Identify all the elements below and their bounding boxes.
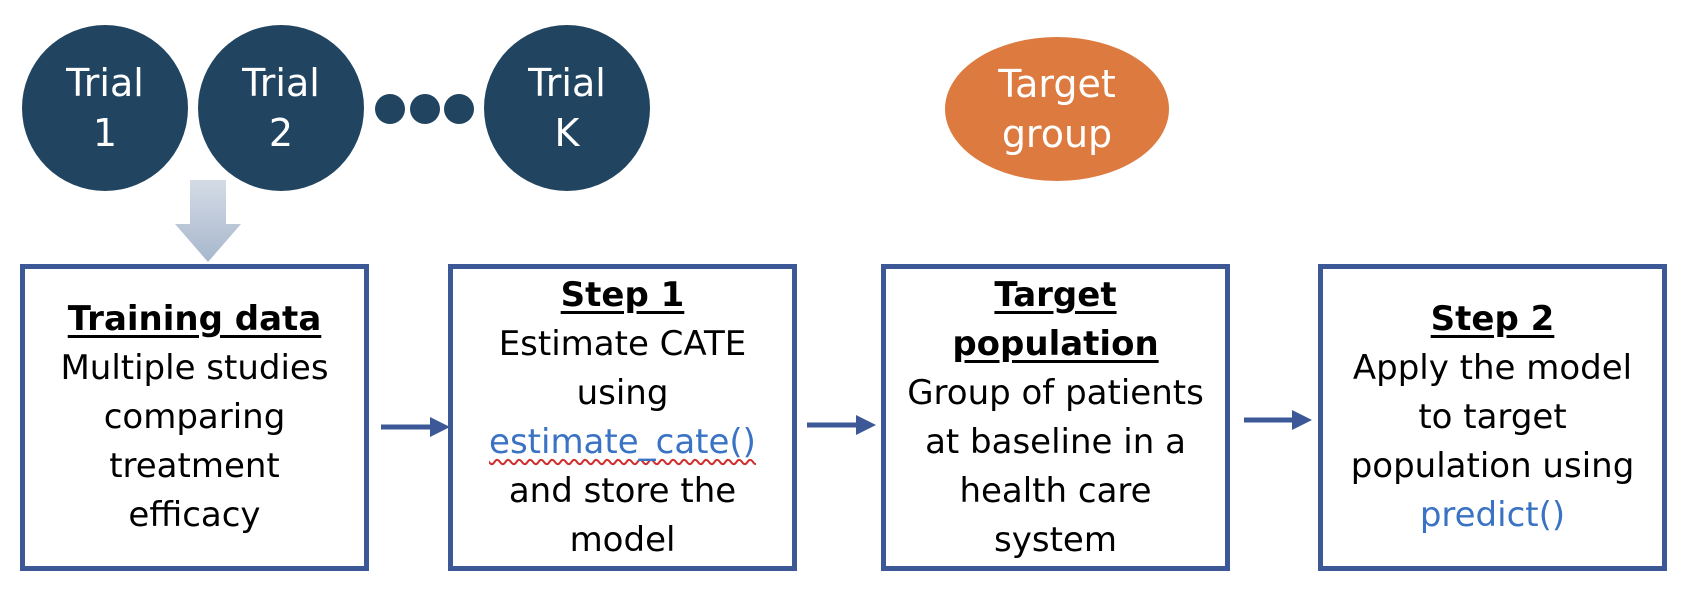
step1-line-5: model — [569, 519, 676, 560]
trial-k-number: K — [554, 111, 580, 155]
step2-line-2: to target — [1418, 397, 1567, 437]
training-data-line-4: efficacy — [128, 495, 261, 535]
step2-function-name: predict() — [1419, 495, 1566, 535]
ellipsis-dot-1 — [375, 94, 405, 124]
target-group-line2: group — [1001, 112, 1113, 156]
target-population-box: Target population Group of patients at b… — [881, 264, 1230, 571]
step1-line-2: using — [576, 372, 669, 413]
training-data-line-2: comparing — [103, 397, 286, 437]
step1-line-4: and store the — [508, 470, 737, 511]
training-data-heading: Training data — [67, 299, 322, 339]
training-data-box: Training data Multiple studies comparing… — [20, 264, 369, 571]
ellipsis-dot-3 — [444, 94, 474, 124]
trial-2-node: Trial 2 — [198, 25, 364, 191]
step2-line-1: Apply the model — [1352, 348, 1633, 388]
trial-k-node: Trial K — [484, 25, 650, 191]
trial-2-label: Trial — [242, 61, 320, 105]
training-data-line-3: treatment — [109, 446, 280, 486]
training-data-line-1: Multiple studies — [60, 348, 329, 388]
trial-1-number: 1 — [92, 111, 118, 155]
trial-2-number: 2 — [268, 111, 294, 155]
step1-heading: Step 1 — [560, 274, 685, 315]
arrow-right-icon-1 — [381, 417, 450, 437]
step1-function-name: estimate_cate() — [489, 421, 756, 462]
step1-box: Step 1 Estimate CATE using estimate_cate… — [448, 264, 797, 571]
target-population-heading-2: population — [952, 323, 1159, 364]
arrow-right-icon-2 — [807, 415, 876, 435]
target-population-line-2: at baseline in a — [925, 421, 1186, 462]
step2-box: Step 2 Apply the model to target populat… — [1318, 264, 1667, 571]
trial-1-label: Trial — [66, 61, 144, 105]
trial-1-node: Trial 1 — [22, 25, 188, 191]
down-arrow-icon — [175, 180, 241, 262]
trial-k-label: Trial — [528, 61, 606, 105]
target-population-line-1: Group of patients — [907, 372, 1204, 413]
target-population-line-4: system — [994, 519, 1117, 560]
target-population-line-3: health care — [959, 470, 1152, 511]
arrow-right-icon-3 — [1244, 410, 1312, 430]
step2-heading: Step 2 — [1430, 299, 1555, 339]
target-group-node: Target group — [945, 37, 1169, 181]
target-group-line1: Target — [998, 62, 1116, 106]
ellipsis-dot-2 — [410, 94, 440, 124]
step2-line-3: population using — [1350, 446, 1635, 486]
target-population-heading-1: Target — [994, 274, 1117, 315]
step1-line-1: Estimate CATE — [498, 323, 747, 364]
